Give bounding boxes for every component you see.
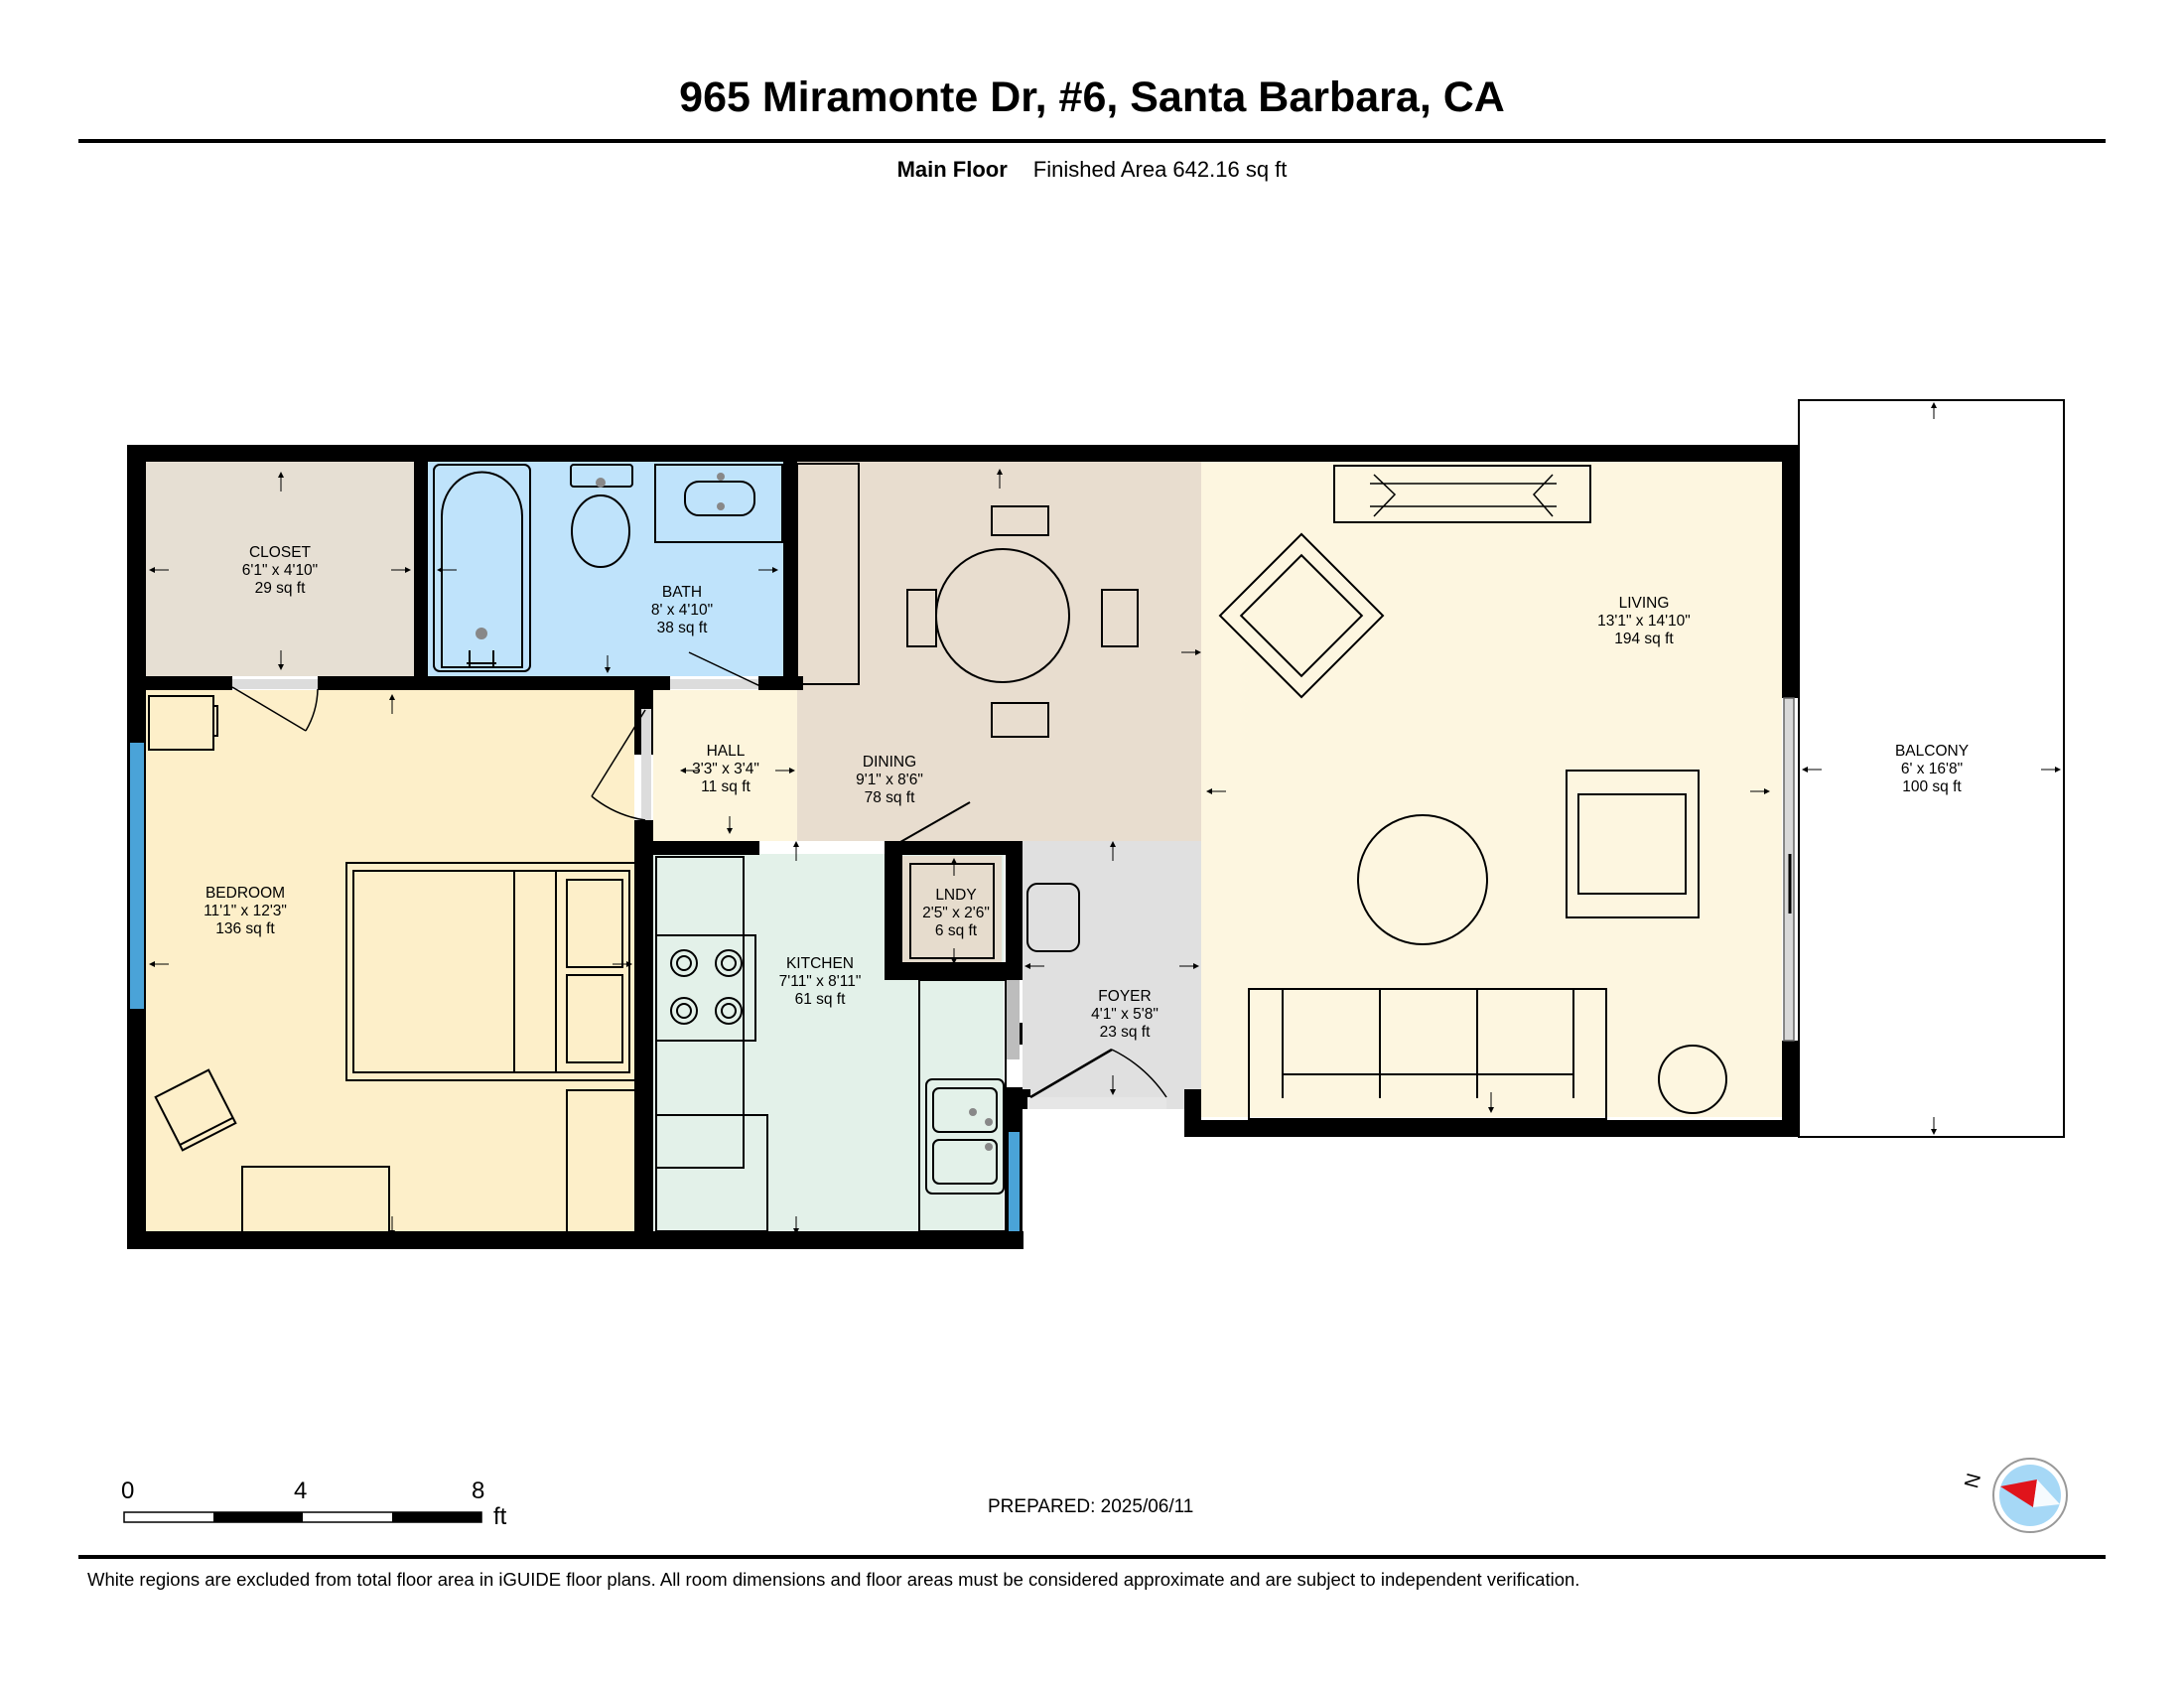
- bedroom-dims: 11'1" x 12'3": [204, 903, 287, 919]
- kitchen-name: KITCHEN: [786, 955, 854, 972]
- title-rule: [78, 139, 2106, 143]
- hall-dims: 3'3" x 3'4": [692, 761, 759, 777]
- toilet-bowl: [571, 494, 630, 568]
- room-fill-bath: [428, 462, 783, 676]
- scale-bar: [123, 1511, 482, 1523]
- lndy-dims: 2'5" x 2'6": [922, 905, 990, 921]
- room-label-living: LIVING 13'1" x 14'10" 194 sq ft: [1597, 595, 1691, 647]
- room-label-dining: DINING 9'1" x 8'6" 78 sq ft: [856, 754, 923, 806]
- dining-chair-n: [991, 505, 1049, 536]
- room-label-closet: CLOSET 6'1" x 4'10" 29 sq ft: [242, 544, 318, 597]
- walls: [127, 445, 1799, 1249]
- closet-name: CLOSET: [249, 544, 312, 561]
- foyer-stool: [1026, 883, 1080, 952]
- footer-rule: [78, 1555, 2106, 1559]
- doors: [231, 651, 1167, 1099]
- bedroom-dresser: [241, 1166, 390, 1235]
- bath-vanity: [654, 464, 783, 543]
- scale-label-0: 0: [121, 1477, 135, 1504]
- room-fill-closet: [146, 462, 414, 676]
- living-name: LIVING: [1619, 595, 1670, 612]
- disclaimer: White regions are excluded from total fl…: [87, 1569, 1580, 1590]
- scale-label-8: 8: [472, 1477, 485, 1504]
- foyer-name: FOYER: [1098, 988, 1151, 1005]
- room-fill-living: [1201, 462, 1782, 1117]
- floor-summary: Main Floor Finished Area 642.16 sq ft: [0, 157, 2184, 183]
- kitchen-dims: 7'11" x 8'11": [779, 973, 862, 990]
- finished-area: Finished Area 642.16 sq ft: [1032, 157, 1288, 182]
- room-label-balcony: BALCONY 6' x 16'8" 100 sq ft: [1895, 743, 1969, 795]
- room-fill-bedroom: [146, 690, 634, 1231]
- dimension-arrows: [149, 402, 2061, 1236]
- dining-counter: [796, 463, 860, 685]
- sink-counter: [918, 979, 1007, 1232]
- bath-dims: 8' x 4'10": [651, 602, 713, 619]
- bedroom-window: [130, 743, 144, 1009]
- dining-name: DINING: [863, 754, 916, 771]
- foyer-area: 23 sq ft: [1100, 1024, 1152, 1041]
- balcony-name: BALCONY: [1895, 743, 1969, 760]
- bedroom-chair: [154, 1068, 237, 1152]
- side-table: [1658, 1045, 1727, 1114]
- foyer-dims: 4'1" x 5'8": [1091, 1006, 1159, 1023]
- dining-dims: 9'1" x 8'6": [856, 772, 923, 788]
- room-label-bath: BATH 8' x 4'10" 38 sq ft: [651, 584, 713, 636]
- hall-name: HALL: [707, 743, 746, 760]
- balcony-area: 100 sq ft: [1902, 778, 1962, 795]
- dining-chair-w: [906, 589, 937, 647]
- balcony-dims: 6' x 16'8": [1901, 761, 1963, 777]
- entry-threshold: [1027, 1097, 1166, 1109]
- kitchen-sink: [925, 1078, 1005, 1195]
- furniture: [148, 463, 1727, 1235]
- floor-name: Main Floor: [896, 157, 1008, 182]
- prepared-date: PREPARED: 2025/06/11: [988, 1496, 1194, 1517]
- foyer-closet-door: [1006, 980, 1020, 1059]
- room-fill-hall: [653, 690, 797, 841]
- bathtub: [433, 464, 531, 672]
- room-fill-dining: [797, 462, 1201, 841]
- kitchen-area: 61 sq ft: [795, 991, 847, 1008]
- living-dims: 13'1" x 14'10": [1597, 613, 1691, 630]
- scale-unit: ft: [493, 1503, 507, 1530]
- living-armchair-1: [1218, 532, 1385, 699]
- bed: [345, 862, 637, 1081]
- bedroom-desk: [566, 1089, 637, 1234]
- room-label-bedroom: BEDROOM 11'1" x 12'3" 136 sq ft: [204, 885, 287, 937]
- page-title: 965 Miramonte Dr, #6, Santa Barbara, CA: [679, 73, 1505, 121]
- room-fill-foyer: [1023, 841, 1201, 1109]
- room-label-hall: HALL 3'3" x 3'4" 11 sq ft: [692, 743, 759, 795]
- sofa: [1248, 988, 1607, 1120]
- room-fill-balcony: [1798, 399, 2065, 1138]
- dining-area: 78 sq ft: [865, 789, 916, 806]
- bedroom-name: BEDROOM: [205, 885, 285, 902]
- refrigerator: [655, 1114, 768, 1232]
- lndy-name: LNDY: [935, 887, 976, 904]
- dining-chair-e: [1101, 589, 1139, 647]
- room-label-foyer: FOYER 4'1" x 5'8" 23 sq ft: [1091, 988, 1159, 1041]
- living-armchair-2: [1566, 770, 1700, 918]
- hall-area: 11 sq ft: [701, 778, 751, 795]
- bath-area: 38 sq ft: [657, 620, 709, 636]
- bath-name: BATH: [662, 584, 702, 601]
- dining-chair-s: [991, 702, 1049, 738]
- bedroom-area: 136 sq ft: [215, 920, 275, 937]
- room-fill-lndy: [902, 856, 1002, 962]
- room-label-lndy: LNDY 2'5" x 2'6" 6 sq ft: [922, 887, 990, 939]
- kitchen-window: [1009, 1132, 1020, 1231]
- compass-icon: [1992, 1458, 2068, 1533]
- coffee-table: [1357, 814, 1488, 945]
- living-area: 194 sq ft: [1614, 631, 1674, 647]
- lndy-area: 6 sq ft: [935, 922, 978, 939]
- closet-dims: 6'1" x 4'10": [242, 562, 318, 579]
- stove: [655, 934, 756, 1042]
- tv-console: [1333, 465, 1591, 523]
- scale-label-4: 4: [294, 1477, 308, 1504]
- room-label-kitchen: KITCHEN 7'11" x 8'11" 61 sq ft: [779, 955, 862, 1008]
- closet-area: 29 sq ft: [255, 580, 307, 597]
